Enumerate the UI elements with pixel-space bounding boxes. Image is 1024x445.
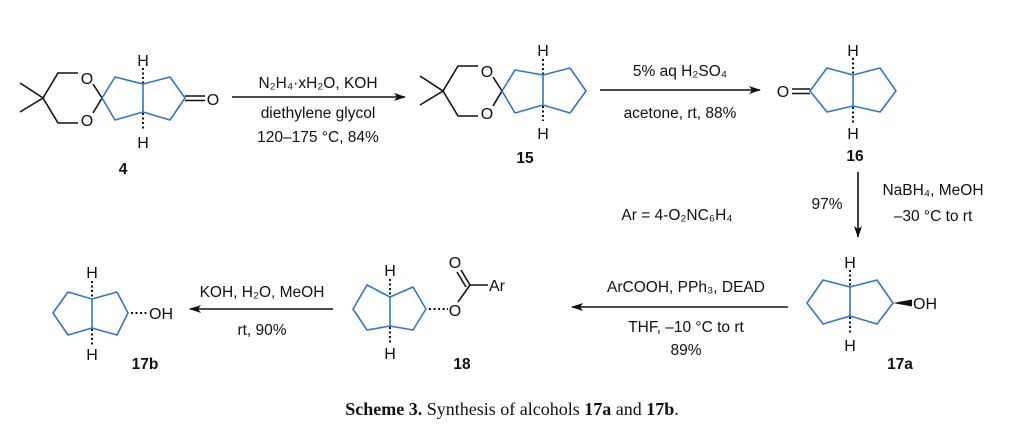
hydrogen-atom: H — [86, 347, 98, 364]
hydrogen-atom: H — [847, 43, 859, 60]
wedge-bond — [893, 299, 912, 307]
caption-prefix: Scheme 3. — [345, 399, 422, 419]
oxygen-atom: O — [449, 303, 461, 320]
compound-15: O O H H 15 — [419, 43, 587, 167]
hydrogen-atom: H — [137, 53, 149, 70]
reagents: ArCOOH, PPh₃, DEAD — [607, 279, 765, 296]
caption-end: . — [674, 399, 679, 419]
caption-text: and — [611, 399, 646, 419]
hydroxyl-group: OH — [149, 306, 173, 323]
oxygen-atom: O — [777, 84, 789, 101]
compound-label: 16 — [846, 148, 864, 165]
compound-16: O H H 16 — [777, 43, 897, 165]
oxygen-atom: O — [81, 71, 93, 88]
conditions: acetone, rt, 88% — [624, 105, 737, 122]
hydrogen-atom: H — [384, 263, 396, 280]
hydrogen-atom: H — [137, 135, 149, 152]
caption-text: Synthesis of alcohols — [422, 399, 584, 419]
compound-label: 15 — [516, 150, 534, 167]
hydrogen-atom: H — [537, 43, 549, 60]
aryl-group: Ar — [489, 278, 506, 295]
reagents: N₂H₄·xH₂O, KOH — [258, 75, 377, 92]
oxygen-atom: O — [207, 92, 219, 109]
conditions: 120–175 °C, 84% — [257, 129, 379, 146]
hydrogen-atom: H — [847, 126, 859, 143]
conditions: rt, 90% — [237, 322, 286, 339]
compound-17b: OH H H 17b — [52, 265, 173, 373]
yield: 97% — [811, 196, 842, 213]
hydrogen-atom: H — [537, 126, 549, 143]
reaction-arrow-1: N₂H₄·xH₂O, KOH diethylene glycol 120–175… — [232, 75, 406, 146]
hydrogen-atom: H — [86, 265, 98, 282]
caption-compound: 17a — [584, 399, 611, 419]
compound-label: 18 — [453, 356, 471, 373]
reagents: KOH, H₂O, MeOH — [200, 284, 325, 301]
reaction-arrow-3: 97% NaBH₄, MeOH –30 °C to rt — [811, 172, 984, 238]
hydrogen-atom: H — [384, 346, 396, 363]
compound-18: O O Ar H H 18 — [352, 255, 506, 373]
oxygen-atom: O — [81, 113, 93, 130]
yield: 89% — [670, 342, 701, 359]
hydrogen-atom: H — [844, 255, 856, 272]
scheme-caption: Scheme 3. Synthesis of alcohols 17a and … — [345, 399, 679, 419]
hydroxyl-group: OH — [913, 296, 937, 313]
caption-compound: 17b — [646, 399, 674, 419]
reagents: 5% aq H₂SO₄ — [633, 63, 727, 80]
reaction-arrow-4: ArCOOH, PPh₃, DEAD THF, –10 °C to rt 89% — [571, 279, 788, 359]
conditions: –30 °C to rt — [894, 208, 973, 225]
oxygen-atom: O — [481, 106, 493, 123]
conditions: THF, –10 °C to rt — [628, 319, 744, 336]
oxygen-atom: O — [449, 255, 461, 272]
reaction-arrow-5: KOH, H₂O, MeOH rt, 90% — [189, 284, 333, 339]
compound-label: 17a — [887, 356, 913, 373]
hydrogen-atom: H — [844, 338, 856, 355]
compound-4: O O O H H 4 — [19, 53, 219, 178]
ar-definition: Ar = 4-O₂NC₆H₄ — [621, 207, 732, 224]
compound-label: 4 — [119, 161, 128, 178]
reaction-arrow-2: 5% aq H₂SO₄ acetone, rt, 88% — [600, 63, 761, 122]
compound-17a: OH H H 17a — [806, 255, 937, 373]
compound-label: 17b — [132, 356, 159, 373]
solvent: diethylene glycol — [261, 105, 376, 122]
oxygen-atom: O — [481, 64, 493, 81]
reagents: NaBH₄, MeOH — [882, 182, 983, 199]
